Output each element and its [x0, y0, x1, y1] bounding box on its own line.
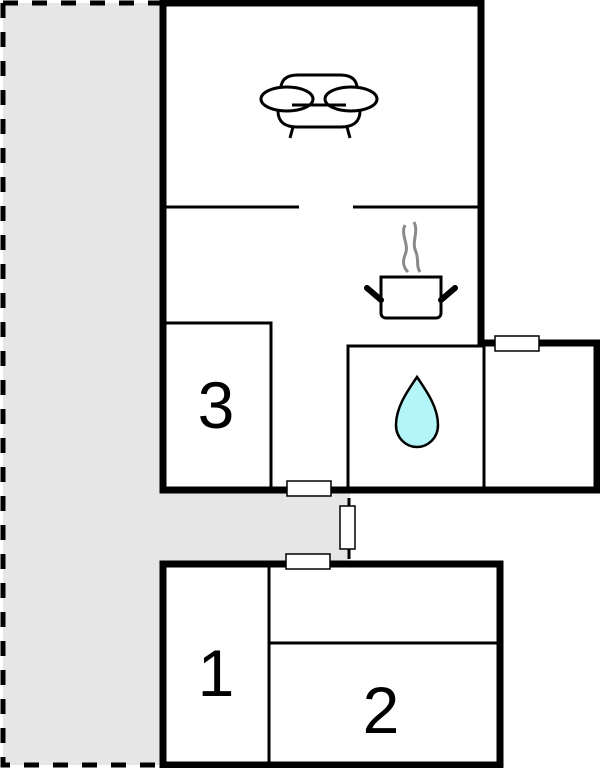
room-label-1: 1	[198, 636, 235, 710]
sofa-icon	[259, 73, 379, 139]
annex-building: 1 2	[159, 560, 504, 768]
room-label-3: 3	[198, 368, 235, 442]
room-label-2: 2	[363, 673, 400, 747]
cooking-pot-icon	[364, 221, 458, 320]
window-utility	[494, 335, 540, 352]
room-bedroom-3: 3	[163, 321, 273, 490]
entrance-door-annex[interactable]	[285, 553, 331, 570]
water-drop-icon	[394, 374, 440, 449]
room-bathroom	[346, 344, 486, 490]
entrance-door-main[interactable]	[286, 480, 332, 497]
main-building	[159, 0, 600, 494]
connecting-door[interactable]	[339, 505, 356, 550]
outdoor-terrace	[0, 0, 350, 768]
